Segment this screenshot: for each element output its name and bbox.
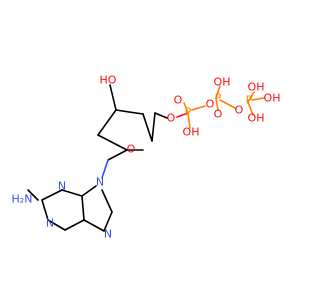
atom-o-p1-double: O [174, 94, 183, 107]
base-bonds [27, 159, 113, 232]
atom-h2n: H₂N [12, 193, 33, 206]
atom-o-bridge1: O [206, 98, 215, 111]
atom-p1: P [185, 106, 192, 119]
atom-o-p2-double: O [214, 108, 223, 121]
atom-oh-p2: OH [214, 76, 231, 89]
atom-oh-p3-right: OH [264, 92, 281, 105]
atom-n3: N [58, 180, 66, 193]
atom-n9: N [96, 176, 104, 189]
molecule-structure: HO O O P O OH O P OH O O P OH OH OH N N … [12, 74, 281, 241]
atom-oh-p1: OH [183, 126, 200, 139]
atom-n1: N [46, 217, 54, 230]
atom-o-c5: O [167, 112, 176, 125]
atom-n7: N [104, 228, 112, 241]
c3-oh-bond [109, 84, 117, 111]
c5-o-bond [154, 112, 168, 119]
sugar-ring-bonds [97, 109, 153, 161]
atom-oh-p3-bottom: OH [248, 112, 265, 125]
phosphate-bonds [176, 85, 265, 129]
atom-o-ring: O [127, 143, 136, 156]
c4-c5-bond [151, 112, 156, 142]
atom-oh-p3-top: OH [248, 81, 265, 94]
atom-ho-c3: HO [100, 74, 117, 87]
atom-p3: P [246, 94, 253, 107]
atom-o-bridge2: O [235, 104, 244, 117]
atom-p2: P [215, 92, 222, 105]
